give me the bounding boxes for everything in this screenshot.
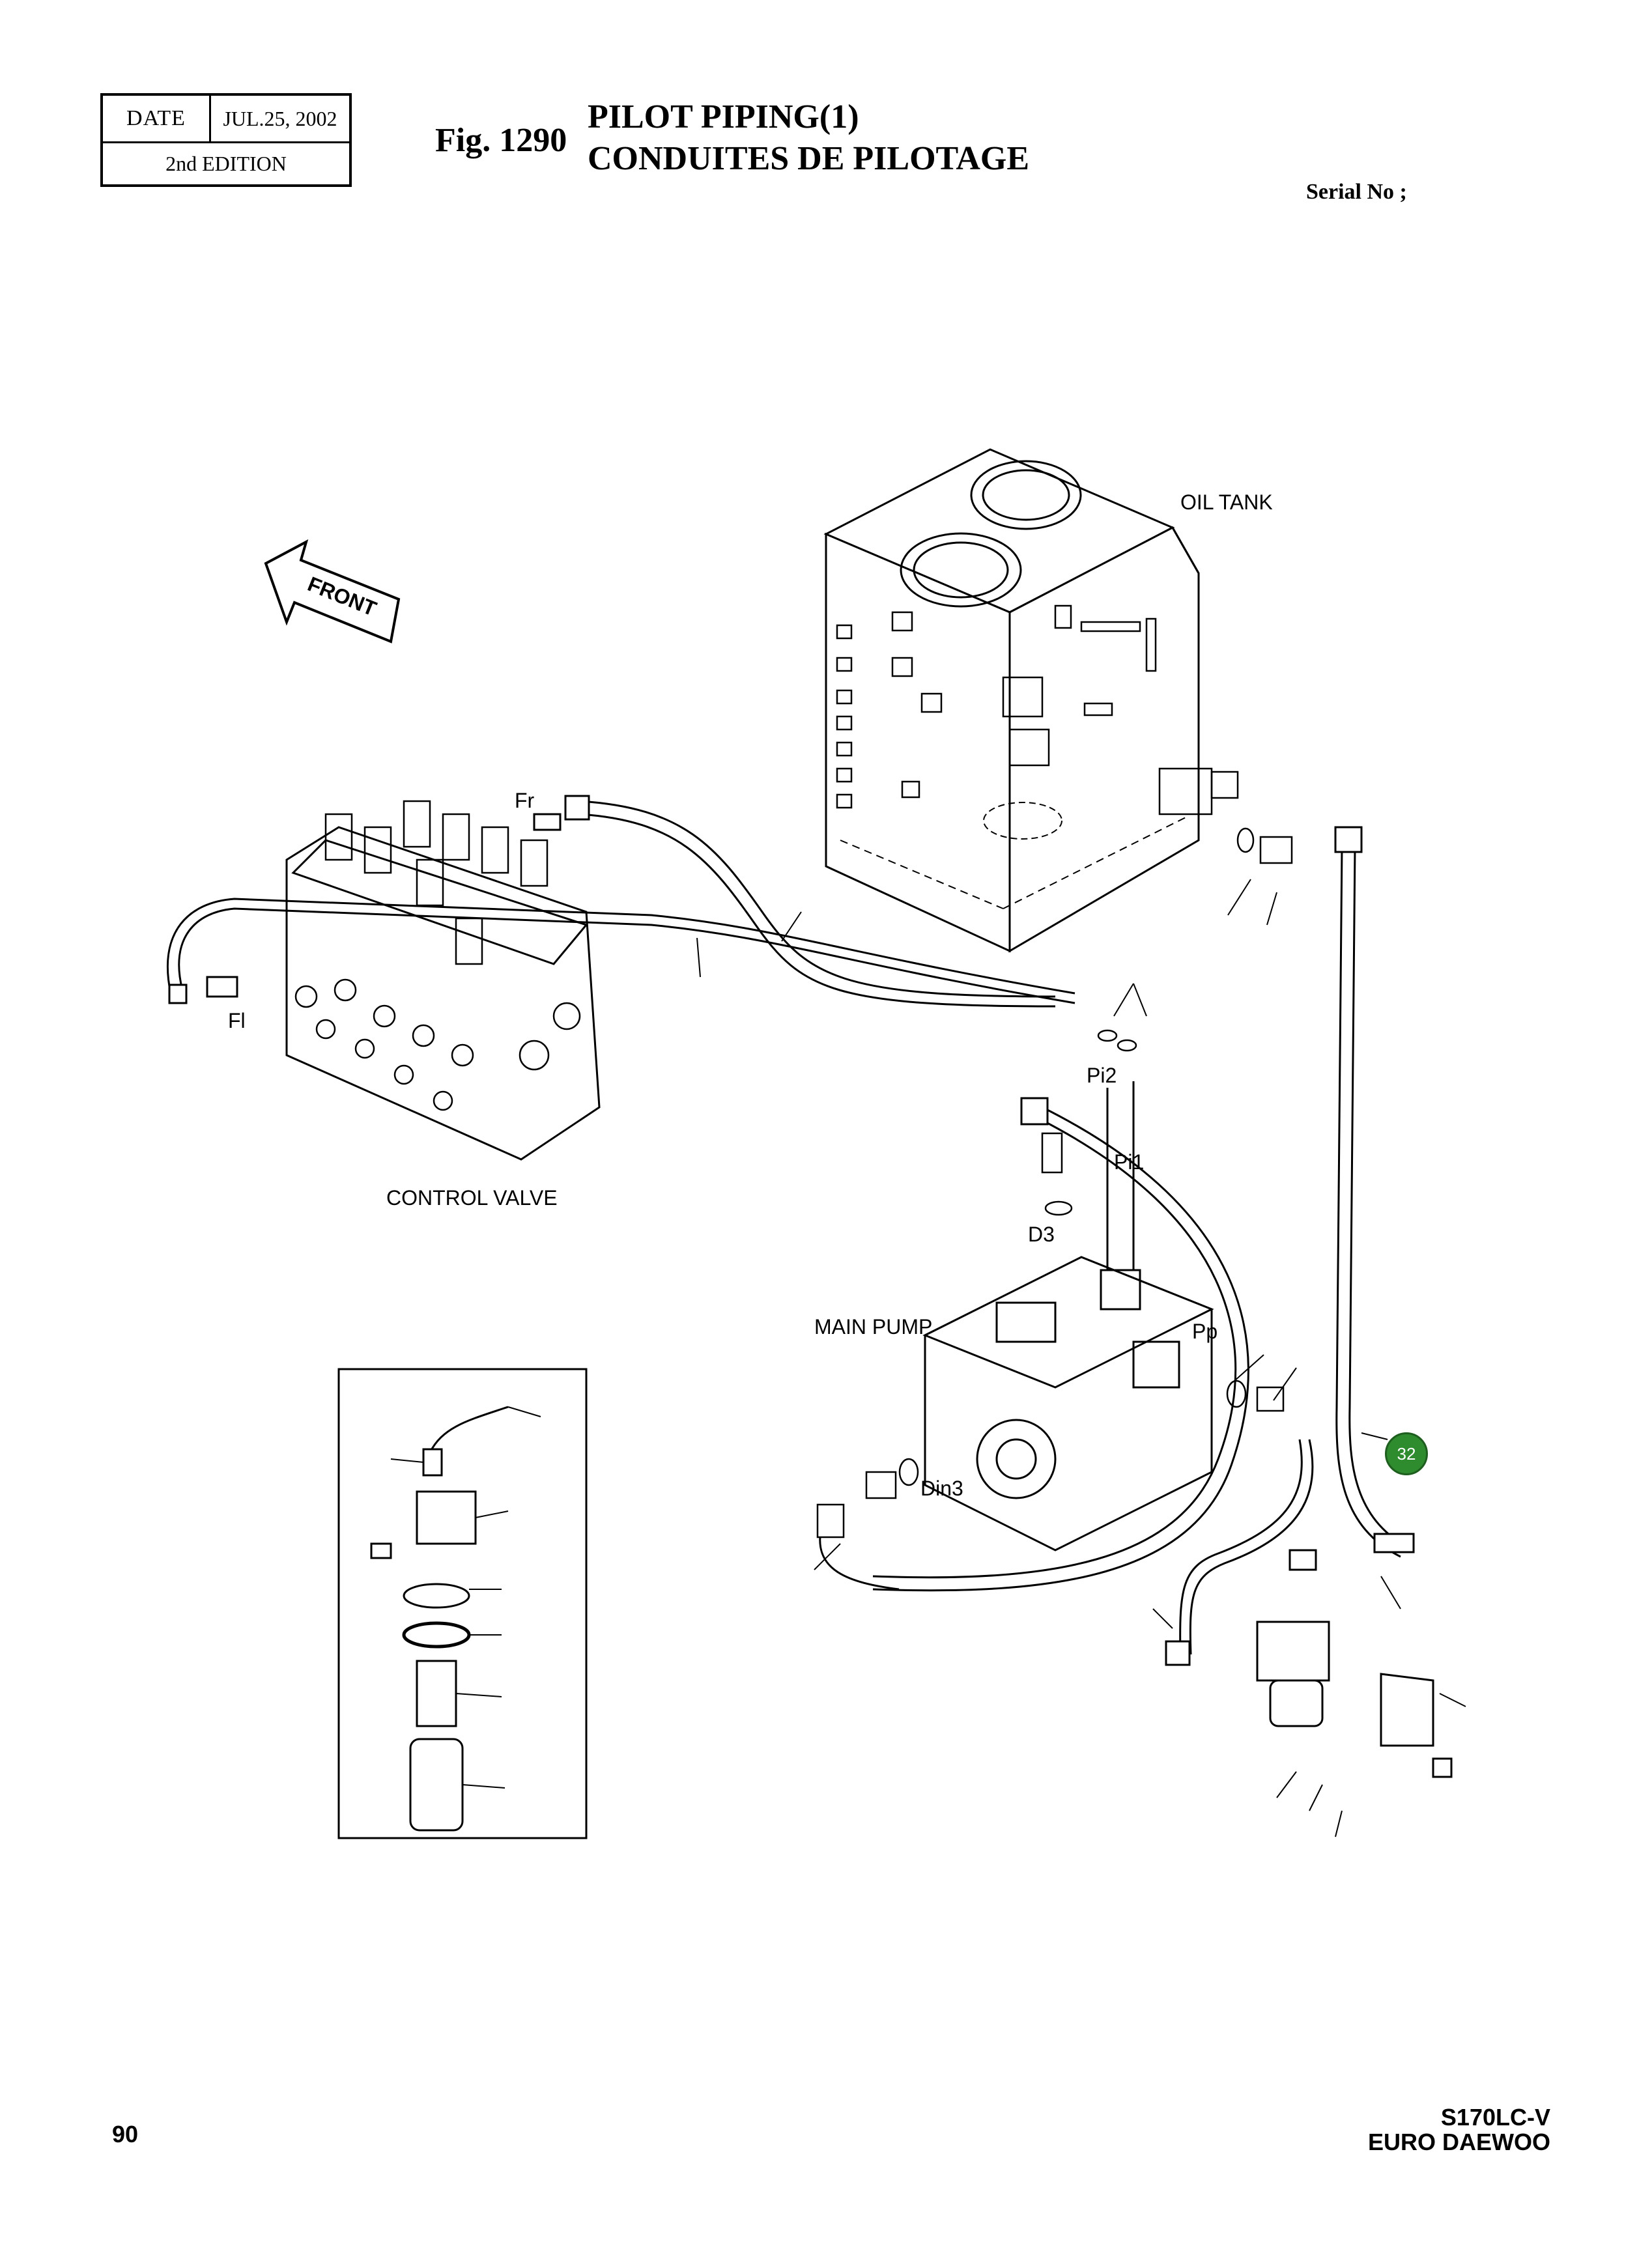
fl-port-label: Fl: [228, 1009, 246, 1032]
page-title: PILOT PIPING(1): [588, 98, 859, 135]
hose-fr: [533, 795, 1056, 1008]
pump-fittings: [816, 827, 1293, 1538]
hose-din3: [819, 1530, 900, 1591]
hose-fl: [167, 898, 1075, 1004]
control-valve-label: CONTROL VALVE: [386, 1186, 558, 1210]
model-name: S170LC-V: [1440, 2104, 1550, 2131]
page-subtitle: CONDUITES DE PILOTAGE: [588, 140, 1030, 177]
hose-pp-filter: [1179, 1439, 1314, 1655]
d3-port-label: D3: [1028, 1223, 1055, 1246]
hose-tank: [1334, 826, 1415, 1558]
date-label: DATE: [103, 96, 211, 141]
din3-port-label: Din3: [920, 1477, 963, 1500]
oil-tank-label: OIL TANK: [1180, 490, 1273, 514]
pilot-filter-assembly: [1165, 1549, 1453, 1778]
date-row: DATE JUL.25, 2002: [103, 96, 349, 143]
hose-pi2: [872, 1097, 1249, 1592]
model-block: S170LC-V EURO DAEWOO: [1368, 2105, 1550, 2155]
leader-lines: [390, 879, 1466, 1837]
date-box: DATE JUL.25, 2002 2nd EDITION: [100, 93, 352, 187]
callout-32[interactable]: 32: [1385, 1432, 1428, 1475]
edition-label: 2nd EDITION: [165, 152, 287, 175]
oil-tank: OIL TANK: [823, 448, 1273, 953]
main-pump-label: MAIN PUMP: [814, 1315, 932, 1339]
figure-number: Fig. 1290: [435, 122, 567, 159]
pp-port-label: Pp: [1192, 1320, 1218, 1343]
control-valve: CONTROL VALVE: [285, 800, 601, 1210]
fr-port-label: Fr: [515, 789, 535, 812]
filter-detail-inset: [337, 1368, 588, 1839]
serial-number-label: Serial No ;: [1306, 180, 1407, 204]
front-arrow: FRONT: [264, 539, 401, 644]
brand-name: EURO DAEWOO: [1367, 2129, 1550, 2155]
main-pump: MAIN PUMP: [814, 1256, 1214, 1552]
date-value: JUL.25, 2002: [223, 107, 337, 130]
pi2-port-label: Pi2: [1087, 1064, 1117, 1087]
pi1-port-label: Pi1: [1114, 1150, 1144, 1174]
page-number: 90: [112, 2121, 139, 2147]
